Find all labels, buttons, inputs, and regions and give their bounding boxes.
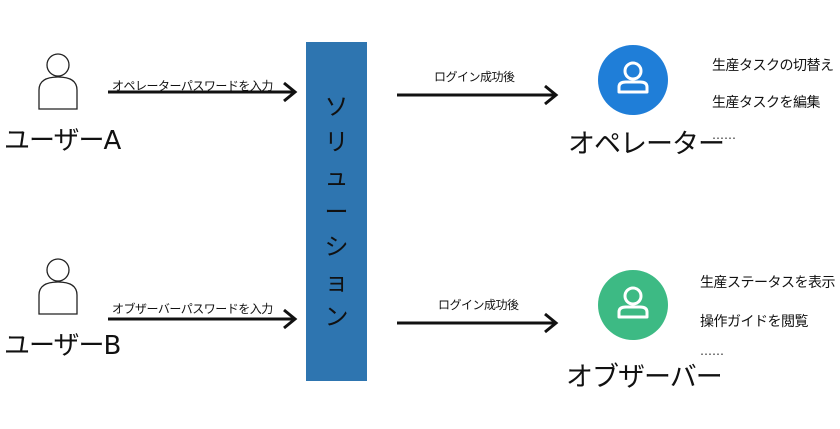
solution-char: ソ [324,93,349,121]
observer-person-icon [617,286,649,319]
operator-label: オペレーター [568,129,725,160]
user-a-arrow-label: オペレーターパスワードを入力 [112,79,273,93]
operator-login-arrow-label: ログイン成功後 [434,70,515,84]
observer-label: オブザーバー [566,362,723,393]
solution-char: リ [324,128,349,156]
observer-permission-more: …… [700,344,724,358]
operator-permission-more: …… [712,128,736,142]
observer-login-arrow [397,312,559,334]
solution-label: ソ リ ュ ー シ ョ ン [306,90,367,335]
solution-char: ー [324,198,349,226]
user-a-label: ユーザーA [4,126,121,156]
solution-char: ョ [324,268,349,296]
operator-login-arrow [397,84,559,106]
observer-permission: 生産ステータスを表示 [700,275,836,291]
observer-avatar [598,270,668,340]
operator-avatar [598,45,668,115]
operator-permission: 生産タスクの切替え [712,58,834,74]
user-a-icon [38,53,78,110]
observer-permission: 操作ガイドを閲覧 [700,314,809,330]
operator-person-icon [617,61,649,94]
observer-login-arrow-label: ログイン成功後 [438,298,519,312]
user-b-icon [38,258,78,315]
user-b-label: ユーザーB [4,331,121,361]
solution-box: ソ リ ュ ー シ ョ ン [306,42,367,381]
solution-char: シ [324,233,349,261]
user-a-arrow [108,81,298,103]
solution-char: ュ [324,163,349,191]
operator-permission: 生産タスクを編集 [712,95,821,111]
solution-char: ン [324,303,349,331]
user-b-arrow-label: オブザーバーパスワードを入力 [112,302,273,316]
user-b-arrow [108,308,298,330]
